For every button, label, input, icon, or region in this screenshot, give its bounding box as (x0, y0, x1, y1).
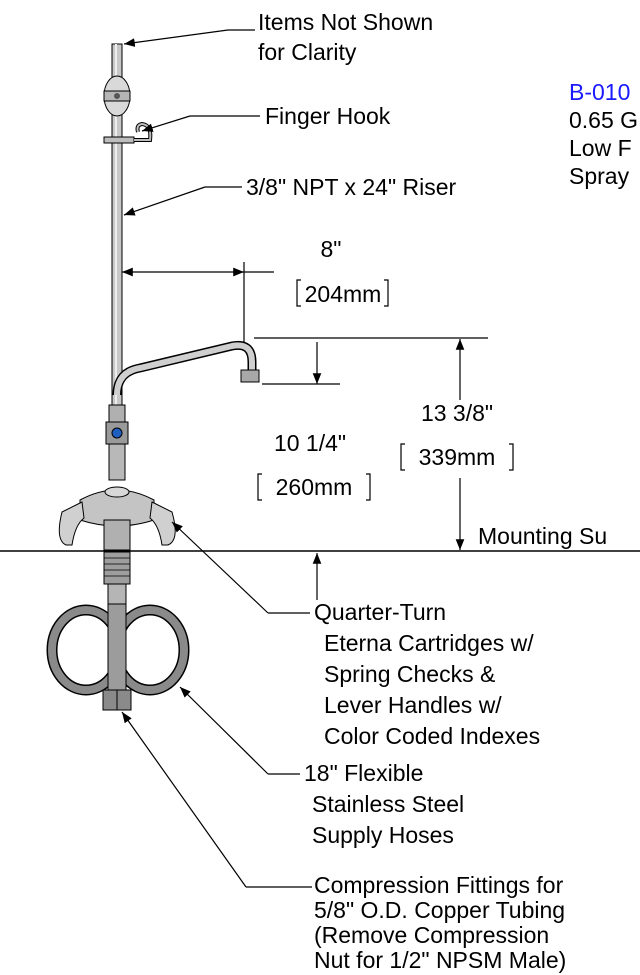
check-valve (105, 404, 129, 481)
faucet-illustration (46, 43, 260, 711)
supply-hoses (46, 603, 190, 696)
fittings-label-3: (Remove Compression (314, 922, 549, 948)
part-info: B-010 0.65 G Low F Spray (569, 79, 638, 189)
part-info-line-1: 0.65 G (569, 107, 638, 133)
compression-fittings (102, 689, 132, 711)
part-info-line-3: Spray (569, 163, 630, 189)
part-info-line-2: Low F (569, 135, 632, 161)
cartridges-label-3: Spring Checks & (324, 661, 495, 687)
reach-metric: 204mm (305, 281, 382, 307)
outlet-height-imperial: 10 1/4" (274, 430, 346, 456)
reach-imperial: 8" (321, 236, 342, 262)
outlet-height-metric: 260mm (276, 474, 353, 500)
finger-hook-label: Finger Hook (265, 103, 391, 129)
cartridges-label-1: Quarter-Turn (314, 599, 446, 625)
cartridges-label-4: Lever Handles w/ (324, 692, 502, 718)
right-lever-handle (149, 501, 176, 546)
mounting-surface-label: Mounting Su (478, 523, 607, 549)
hoses-label-3: Supply Hoses (312, 822, 454, 848)
spout-height-metric: 339mm (419, 444, 496, 470)
dimension-lines (122, 262, 488, 600)
hoses-label-1: 18" Flexible (304, 760, 423, 786)
items-not-shown-label: Items Not Shown (258, 9, 433, 35)
part-number: B-010 (569, 79, 630, 105)
hoses-label-2: Stainless Steel (312, 791, 464, 817)
shank (103, 551, 131, 605)
mixing-body (58, 486, 176, 551)
cartridges-label-2: Eterna Cartridges w/ (324, 630, 534, 656)
wall-bracket (103, 75, 131, 117)
items-not-shown-label-2: for Clarity (258, 39, 357, 65)
leader-lines (121, 29, 312, 888)
left-lever-handle (58, 501, 85, 546)
cartridges-label-5: Color Coded Indexes (324, 723, 540, 749)
fittings-label-2: 5/8" O.D. Copper Tubing (314, 897, 565, 923)
finger-hook (103, 121, 153, 144)
callout-labels: Items Not Shown for Clarity Finger Hook … (246, 9, 607, 973)
fittings-label-4: Nut for 1/2" NPSM Male) (314, 947, 566, 973)
swing-spout (112, 340, 260, 396)
riser-label: 3/8" NPT x 24" Riser (246, 174, 457, 200)
spout-height-imperial: 13 3/8" (421, 400, 493, 426)
dimension-labels: 8" 204mm 13 3/8" 339mm 10 1/4" 260mm (257, 236, 514, 501)
fittings-label-1: Compression Fittings for (314, 872, 564, 898)
